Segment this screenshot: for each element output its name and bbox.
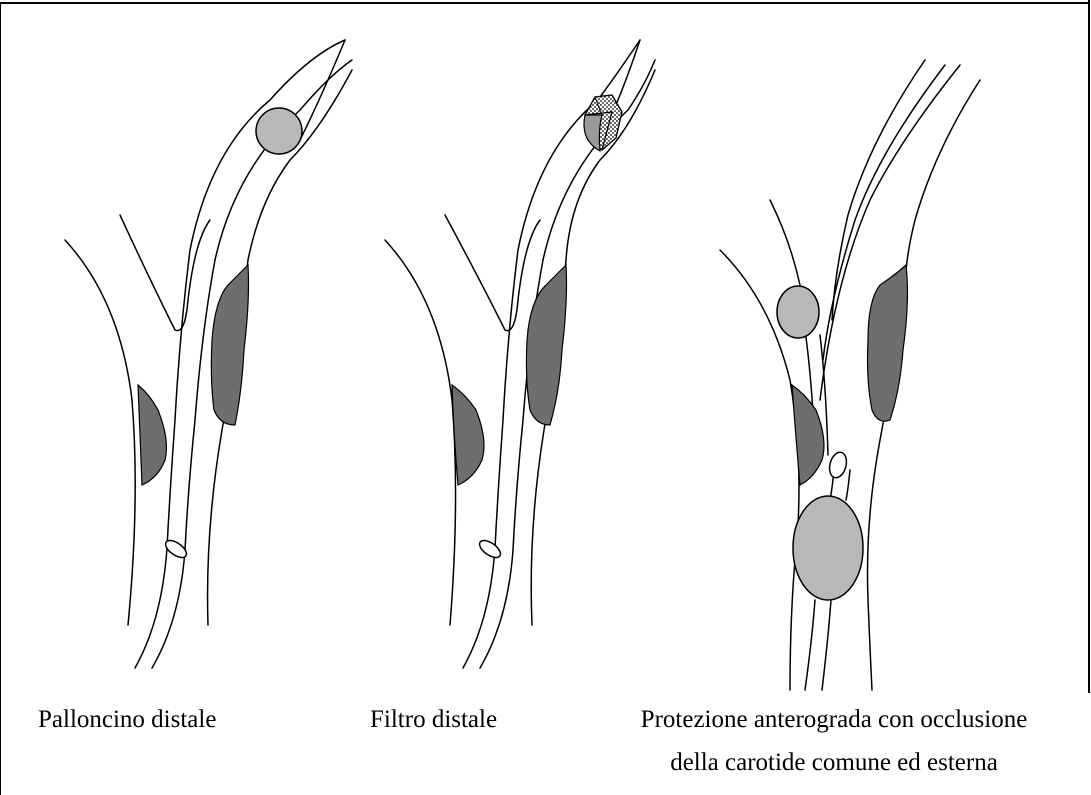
plaque-right (868, 265, 908, 421)
plaque-right (526, 265, 566, 425)
external-carotid-branch (445, 215, 540, 331)
external-carotid-branch (120, 215, 210, 331)
plaque-left (452, 385, 484, 485)
distal-filter (584, 95, 622, 151)
distal-balloon (256, 108, 302, 154)
caption-distal-filter: Filtro distale (370, 706, 497, 733)
common-carotid-wall-left (385, 240, 456, 625)
catheter-right-line (822, 600, 831, 690)
caption-distal-balloon: Palloncino distale (38, 706, 216, 733)
internal-carotid-wall-left (300, 40, 345, 140)
catheter-tip (827, 450, 849, 479)
panel-distal-filter (385, 40, 655, 668)
internal-carotid-wall-right (905, 80, 980, 290)
external-carotid-branch (770, 200, 800, 285)
external-carotid-balloon (777, 286, 819, 338)
plaque-left (792, 385, 824, 485)
catheter-tip (477, 537, 504, 561)
panel-distal-balloon (65, 40, 352, 668)
catheter-left-line (805, 600, 815, 690)
plaque-right (211, 265, 248, 425)
internal-carotid-inner-right (832, 60, 925, 320)
common-carotid-balloon (793, 496, 863, 600)
catheter-shaft-right (846, 470, 850, 500)
common-carotid-wall-left (65, 240, 135, 625)
caption-proximal-occlusion-line-1: Protezione anterograda con occlusione (641, 706, 1028, 733)
plaque-left (138, 385, 166, 485)
caption-proximal-occlusion-line-2: della carotide comune ed esterna (670, 749, 998, 776)
panel-proximal-occlusion (720, 60, 980, 690)
catheter-right-line (152, 60, 352, 668)
internal-carotid-wall-right (248, 70, 352, 260)
